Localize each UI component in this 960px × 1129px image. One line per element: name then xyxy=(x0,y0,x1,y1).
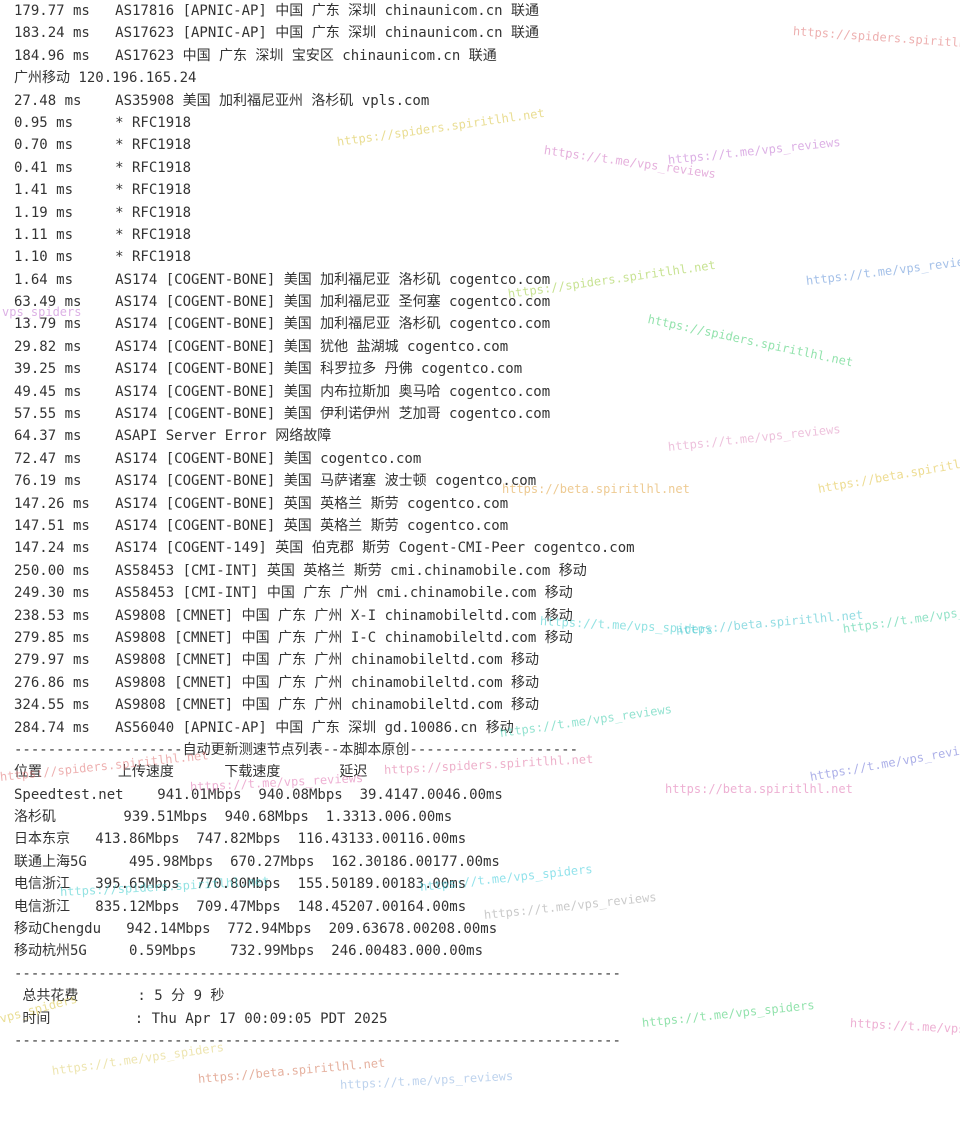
speedtest-table-header: 位置 上传速度 下载速度 延迟 xyxy=(14,764,368,781)
speedtest-row: 联通上海5G 495.98Mbps 670.27Mbps 162.30186.0… xyxy=(14,853,500,870)
trace-hop-line: 64.37 ms ASAPI Server Error 网络故障 xyxy=(14,428,332,445)
trace-hop-line: 0.70 ms * RFC1918 xyxy=(14,137,192,154)
divider-line: ----------------------------------------… xyxy=(14,965,621,982)
trace-hop-line: 1.64 ms AS174 [COGENT-BONE] 美国 加利福尼亚 洛杉矶… xyxy=(14,271,551,288)
speedtest-row: 移动Chengdu 942.14Mbps 772.94Mbps 209.6367… xyxy=(14,921,498,938)
trace-hop-line: 249.30 ms AS58453 [CMI-INT] 中国 广东 广州 cmi… xyxy=(14,585,573,602)
trace-hop-line: 238.53 ms AS9808 [CMNET] 中国 广东 广州 X-I ch… xyxy=(14,607,573,624)
terminal-output: 179.77 ms AS17816 [APNIC-AP] 中国 广东 深圳 ch… xyxy=(14,0,954,1052)
speedtest-row: 移动杭州5G 0.59Mbps 732.99Mbps 246.00483.000… xyxy=(14,943,484,960)
trace-hop-line: 0.41 ms * RFC1918 xyxy=(14,159,192,176)
trace-hop-line: 184.96 ms AS17623 中国 广东 深圳 宝安区 chinaunic… xyxy=(14,47,497,64)
trace-hop-line: 279.97 ms AS9808 [CMNET] 中国 广东 广州 chinam… xyxy=(14,652,540,669)
trace-hop-line: 76.19 ms AS174 [COGENT-BONE] 美国 马萨诸塞 波士顿… xyxy=(14,473,537,490)
trace-hop-line: 63.49 ms AS174 [COGENT-BONE] 美国 加利福尼亚 圣何… xyxy=(14,294,551,311)
trace-hop-line: 0.95 ms * RFC1918 xyxy=(14,114,192,131)
trace-hop-line: 1.10 ms * RFC1918 xyxy=(14,249,192,266)
divider-line: ----------------------------------------… xyxy=(14,1032,621,1049)
trace-hop-line: 324.55 ms AS9808 [CMNET] 中国 广东 广州 chinam… xyxy=(14,697,540,714)
speedtest-row: Speedtest.net 941.01Mbps 940.08Mbps 39.4… xyxy=(14,786,503,803)
trace-hop-line: 279.85 ms AS9808 [CMNET] 中国 广东 广州 I-C ch… xyxy=(14,629,573,646)
trace-target-header: 广州移动 120.196.165.24 xyxy=(14,70,197,87)
trace-hop-line: 27.48 ms AS35908 美国 加利福尼亚州 洛杉矶 vpls.com xyxy=(14,92,430,109)
speedtest-section-divider: --------------------自动更新测速节点列表--本脚本原创---… xyxy=(14,741,579,758)
trace-hop-line: 72.47 ms AS174 [COGENT-BONE] 美国 cogentco… xyxy=(14,450,422,467)
trace-hop-line: 183.24 ms AS17623 [APNIC-AP] 中国 广东 深圳 ch… xyxy=(14,25,540,42)
trace-hop-line: 179.77 ms AS17816 [APNIC-AP] 中国 广东 深圳 ch… xyxy=(14,3,540,19)
speedtest-row: 洛杉矶 939.51Mbps 940.68Mbps 1.3313.006.00m… xyxy=(14,809,453,826)
trace-hop-line: 147.24 ms AS174 [COGENT-149] 英国 伯克郡 斯劳 C… xyxy=(14,540,635,557)
trace-hop-line: 250.00 ms AS58453 [CMI-INT] 英国 英格兰 斯劳 cm… xyxy=(14,562,587,579)
timestamp-line: 时间 : Thu Apr 17 00:09:05 PDT 2025 xyxy=(14,1010,388,1027)
trace-hop-line: 13.79 ms AS174 [COGENT-BONE] 美国 加利福尼亚 洛杉… xyxy=(14,316,551,333)
watermark-text: https://beta.spiritlhl.net xyxy=(197,1055,386,1086)
trace-hop-line: 147.26 ms AS174 [COGENT-BONE] 英国 英格兰 斯劳 … xyxy=(14,495,509,512)
watermark-text: https://t.me/vps_reviews xyxy=(339,1068,514,1092)
trace-hop-line: 49.45 ms AS174 [COGENT-BONE] 美国 内布拉斯加 奥马… xyxy=(14,383,551,400)
trace-hop-line: 147.51 ms AS174 [COGENT-BONE] 英国 英格兰 斯劳 … xyxy=(14,517,509,534)
total-time-line: 总共花费 : 5 分 9 秒 xyxy=(14,988,225,1005)
trace-hop-line: 39.25 ms AS174 [COGENT-BONE] 美国 科罗拉多 丹佛 … xyxy=(14,361,523,378)
speedtest-row: 电信浙江 395.65Mbps 770.80Mbps 155.50189.001… xyxy=(14,876,467,893)
speedtest-row: 电信浙江 835.12Mbps 709.47Mbps 148.45207.001… xyxy=(14,898,467,915)
trace-hop-line: 29.82 ms AS174 [COGENT-BONE] 美国 犹他 盐湖城 c… xyxy=(14,338,509,355)
trace-hop-line: 1.11 ms * RFC1918 xyxy=(14,226,192,243)
trace-hop-line: 1.19 ms * RFC1918 xyxy=(14,204,192,221)
trace-hop-line: 1.41 ms * RFC1918 xyxy=(14,182,192,199)
trace-hop-line: 284.74 ms AS56040 [APNIC-AP] 中国 广东 深圳 gd… xyxy=(14,719,514,736)
speedtest-row: 日本东京 413.86Mbps 747.82Mbps 116.43133.001… xyxy=(14,831,467,848)
trace-hop-line: 276.86 ms AS9808 [CMNET] 中国 广东 广州 chinam… xyxy=(14,674,540,691)
trace-hop-line: 57.55 ms AS174 [COGENT-BONE] 美国 伊利诺伊州 芝加… xyxy=(14,406,551,423)
